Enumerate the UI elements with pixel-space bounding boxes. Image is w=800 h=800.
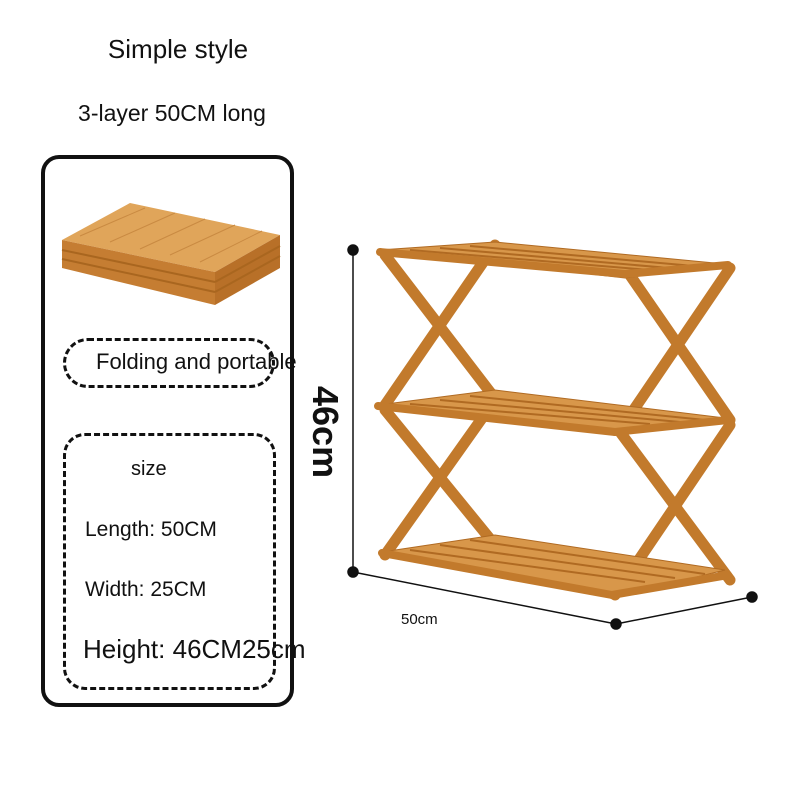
product-title: Simple style (107, 34, 249, 64)
bamboo-shoe-rack-image (374, 239, 736, 601)
dimension-lines (347, 244, 758, 630)
size-box (63, 433, 276, 690)
height-dimension-label: 46cm (305, 386, 346, 479)
size-label: size (131, 458, 167, 480)
length-dimension-label: 50cm (401, 611, 438, 628)
size-height: Height: 46CM25cm (83, 634, 306, 664)
folding-feature-text: Folding and portable (96, 349, 297, 374)
folding-feature-badge (63, 338, 275, 388)
size-width: Width: 25CM (85, 578, 207, 601)
size-length: Length: 50CM (85, 518, 217, 541)
folded-shelf-image (61, 203, 281, 305)
product-subtitle: 3-layer 50CM long (78, 100, 266, 126)
info-panel (41, 155, 294, 707)
